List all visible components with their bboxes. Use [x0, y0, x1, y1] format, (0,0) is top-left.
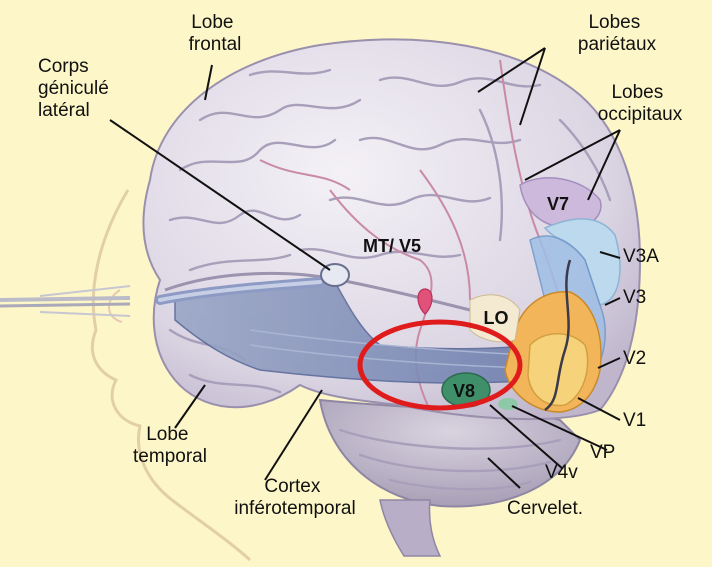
label-lobes-parietaux: Lobes pariétaux: [578, 12, 657, 55]
label-v3a: V3A: [623, 246, 659, 267]
label-v2: V2: [623, 348, 646, 369]
label-lobe-temporal: Lobe temporal: [133, 424, 207, 467]
label-v8: V8: [453, 381, 475, 401]
label-lo: LO: [484, 308, 509, 328]
label-lobe-frontal: Lobe frontal: [189, 12, 242, 55]
label-cortex-inferotemporal: Cortex inférotemporal: [234, 476, 355, 519]
label-mt-v5: MT/ V5: [363, 236, 421, 256]
label-cervelet: Cervelet.: [507, 498, 583, 519]
label-vp: VP: [590, 442, 615, 463]
label-v7: V7: [547, 194, 569, 214]
label-v1: V1: [623, 410, 646, 431]
label-lobes-occipitaux: Lobes occipitaux: [598, 82, 683, 125]
label-corps-genicule-lateral: Corps géniculé latéral: [38, 56, 114, 121]
label-v3: V3: [623, 287, 646, 308]
brainstem: [380, 500, 440, 556]
label-v4v: V4v: [545, 462, 578, 483]
